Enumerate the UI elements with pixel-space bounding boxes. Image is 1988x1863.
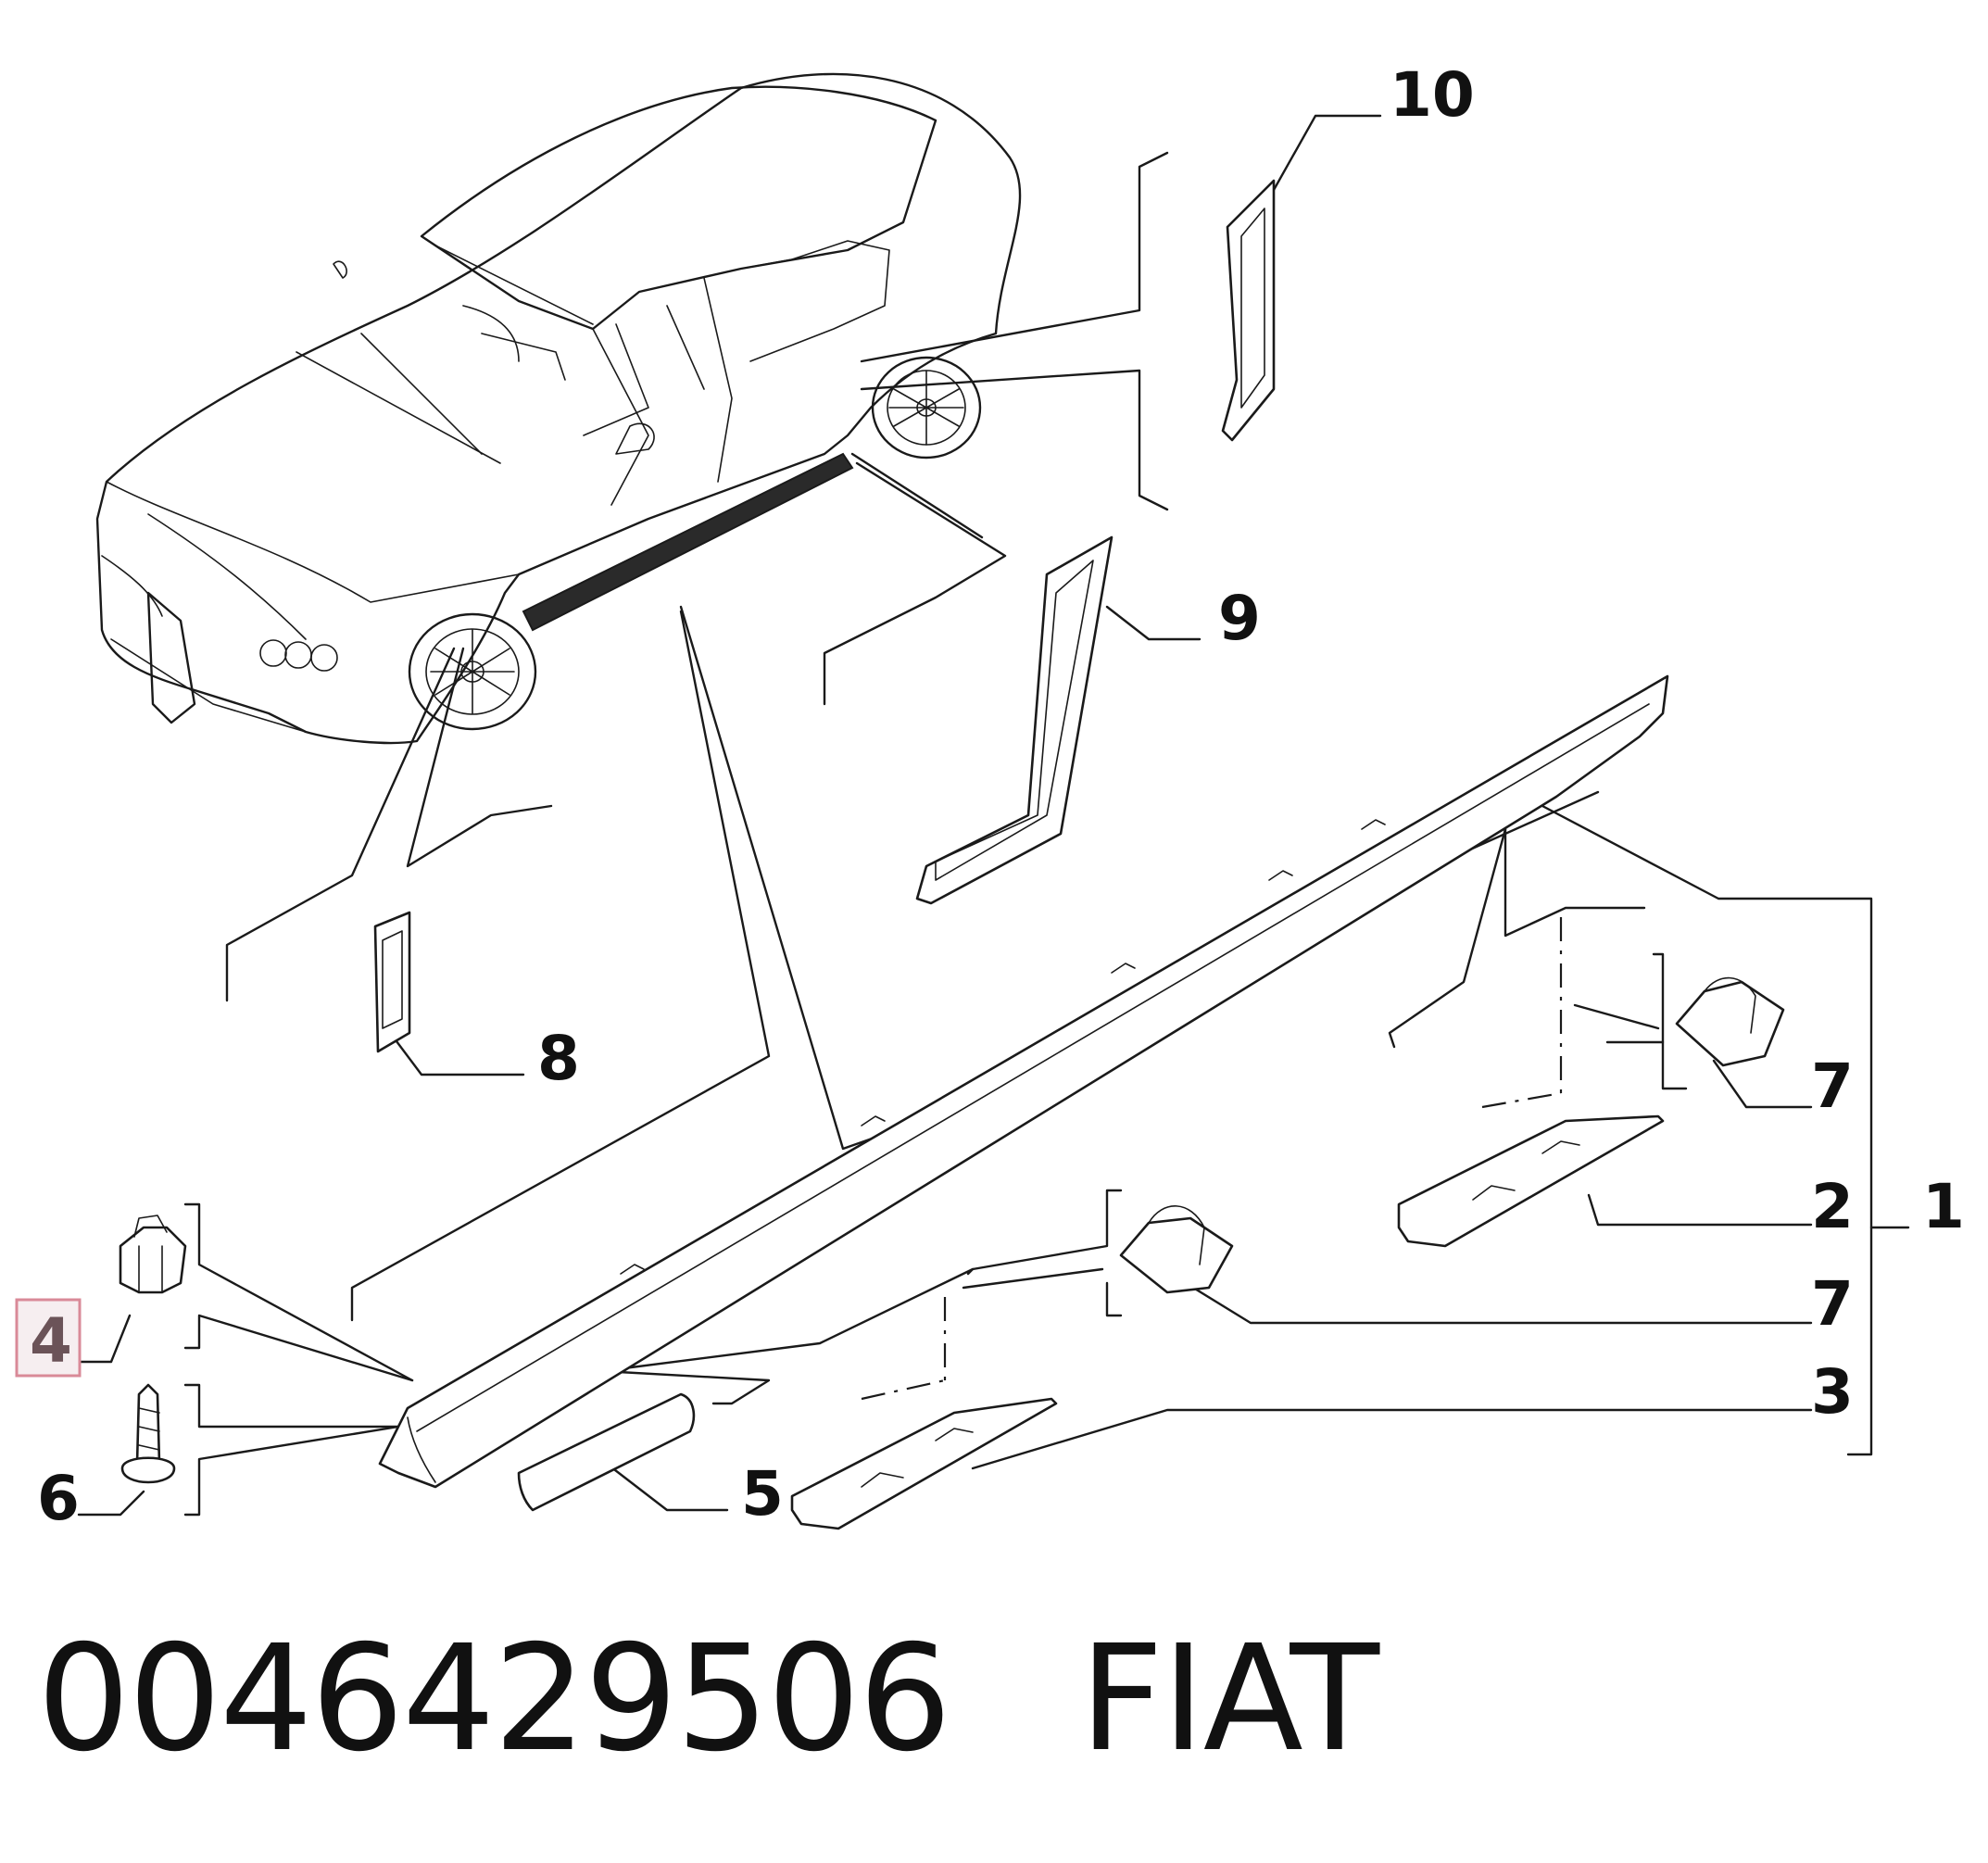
part-7-clip-lower (1119, 1216, 1234, 1294)
callout-9: 9 (1218, 583, 1261, 654)
part-6-screw (120, 1383, 176, 1484)
sill-clips (620, 819, 1386, 1275)
callout-5: 5 (741, 1458, 784, 1529)
callout-7-lower: 7 (1811, 1268, 1854, 1340)
part-number: 0046429506 (37, 1614, 951, 1784)
callout-1: 1 (1922, 1171, 1965, 1242)
part-4-push-clip (119, 1215, 187, 1294)
part-5-sill-extension (517, 1392, 696, 1512)
brand-name: FIAT (1079, 1614, 1379, 1784)
part-9-b-pillar-trim (915, 535, 1114, 905)
callout-7-upper: 7 (1811, 1051, 1854, 1122)
part-8-trim-piece (373, 911, 411, 1053)
car-illustration (95, 72, 1022, 745)
part-caption: 0046429506 FIAT (37, 1614, 1379, 1811)
callout-2: 2 (1811, 1171, 1854, 1242)
callout-4-highlight (15, 1298, 82, 1378)
exploded-parts-diagram: 10 9 8 7 2 1 7 3 5 6 4 (15, 59, 1965, 1534)
callout-3: 3 (1811, 1356, 1854, 1428)
callout-8: 8 (537, 1023, 580, 1094)
callout-4: 4 (30, 1305, 72, 1377)
part-3-lower-plate (790, 1397, 1058, 1530)
callout-labels: 10 9 8 7 2 1 7 3 5 6 4 (15, 59, 1965, 1534)
callout-6: 6 (37, 1463, 80, 1534)
part-7-clip-upper (1675, 980, 1785, 1067)
part-10-pillar-trim (1221, 179, 1276, 442)
leader-lines (77, 114, 1910, 1517)
part-2-plate (1397, 1114, 1665, 1248)
callout-10: 10 (1390, 59, 1475, 131)
part-3-side-sill (378, 674, 1669, 1489)
